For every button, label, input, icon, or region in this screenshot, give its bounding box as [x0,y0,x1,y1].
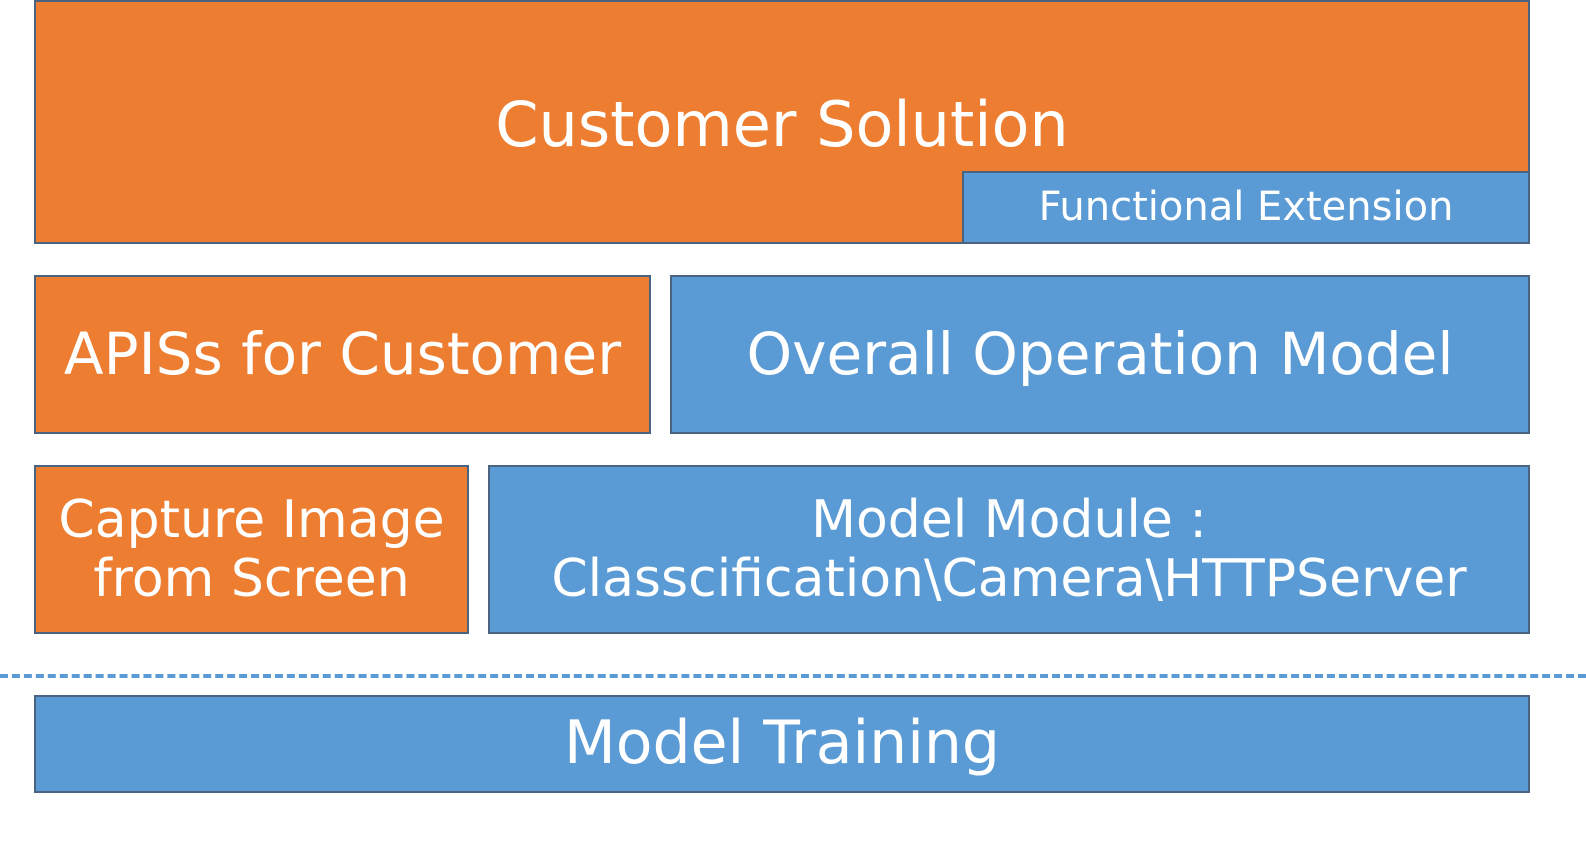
apis-for-customer-label: APISs for Customer [63,320,622,389]
customer-solution-block: Customer Solution [34,0,1530,244]
overall-operation-model-block: Overall Operation Model [670,275,1530,434]
apis-for-customer-block: APISs for Customer [34,275,651,434]
overall-operation-model-label: Overall Operation Model [746,320,1454,389]
customer-solution-label: Customer Solution [495,88,1069,161]
capture-image-block: Capture Image from Screen [34,465,469,634]
functional-extension-block: Functional Extension [962,171,1530,244]
model-module-block: Model Module : Classcification\Camera\HT… [488,465,1530,634]
model-training-label: Model Training [564,708,1000,779]
capture-image-label: Capture Image from Screen [58,490,445,609]
layer-divider [0,674,1586,678]
model-module-label: Model Module : Classcification\Camera\HT… [551,490,1467,609]
functional-extension-label: Functional Extension [1038,184,1454,231]
model-training-block: Model Training [34,695,1530,793]
